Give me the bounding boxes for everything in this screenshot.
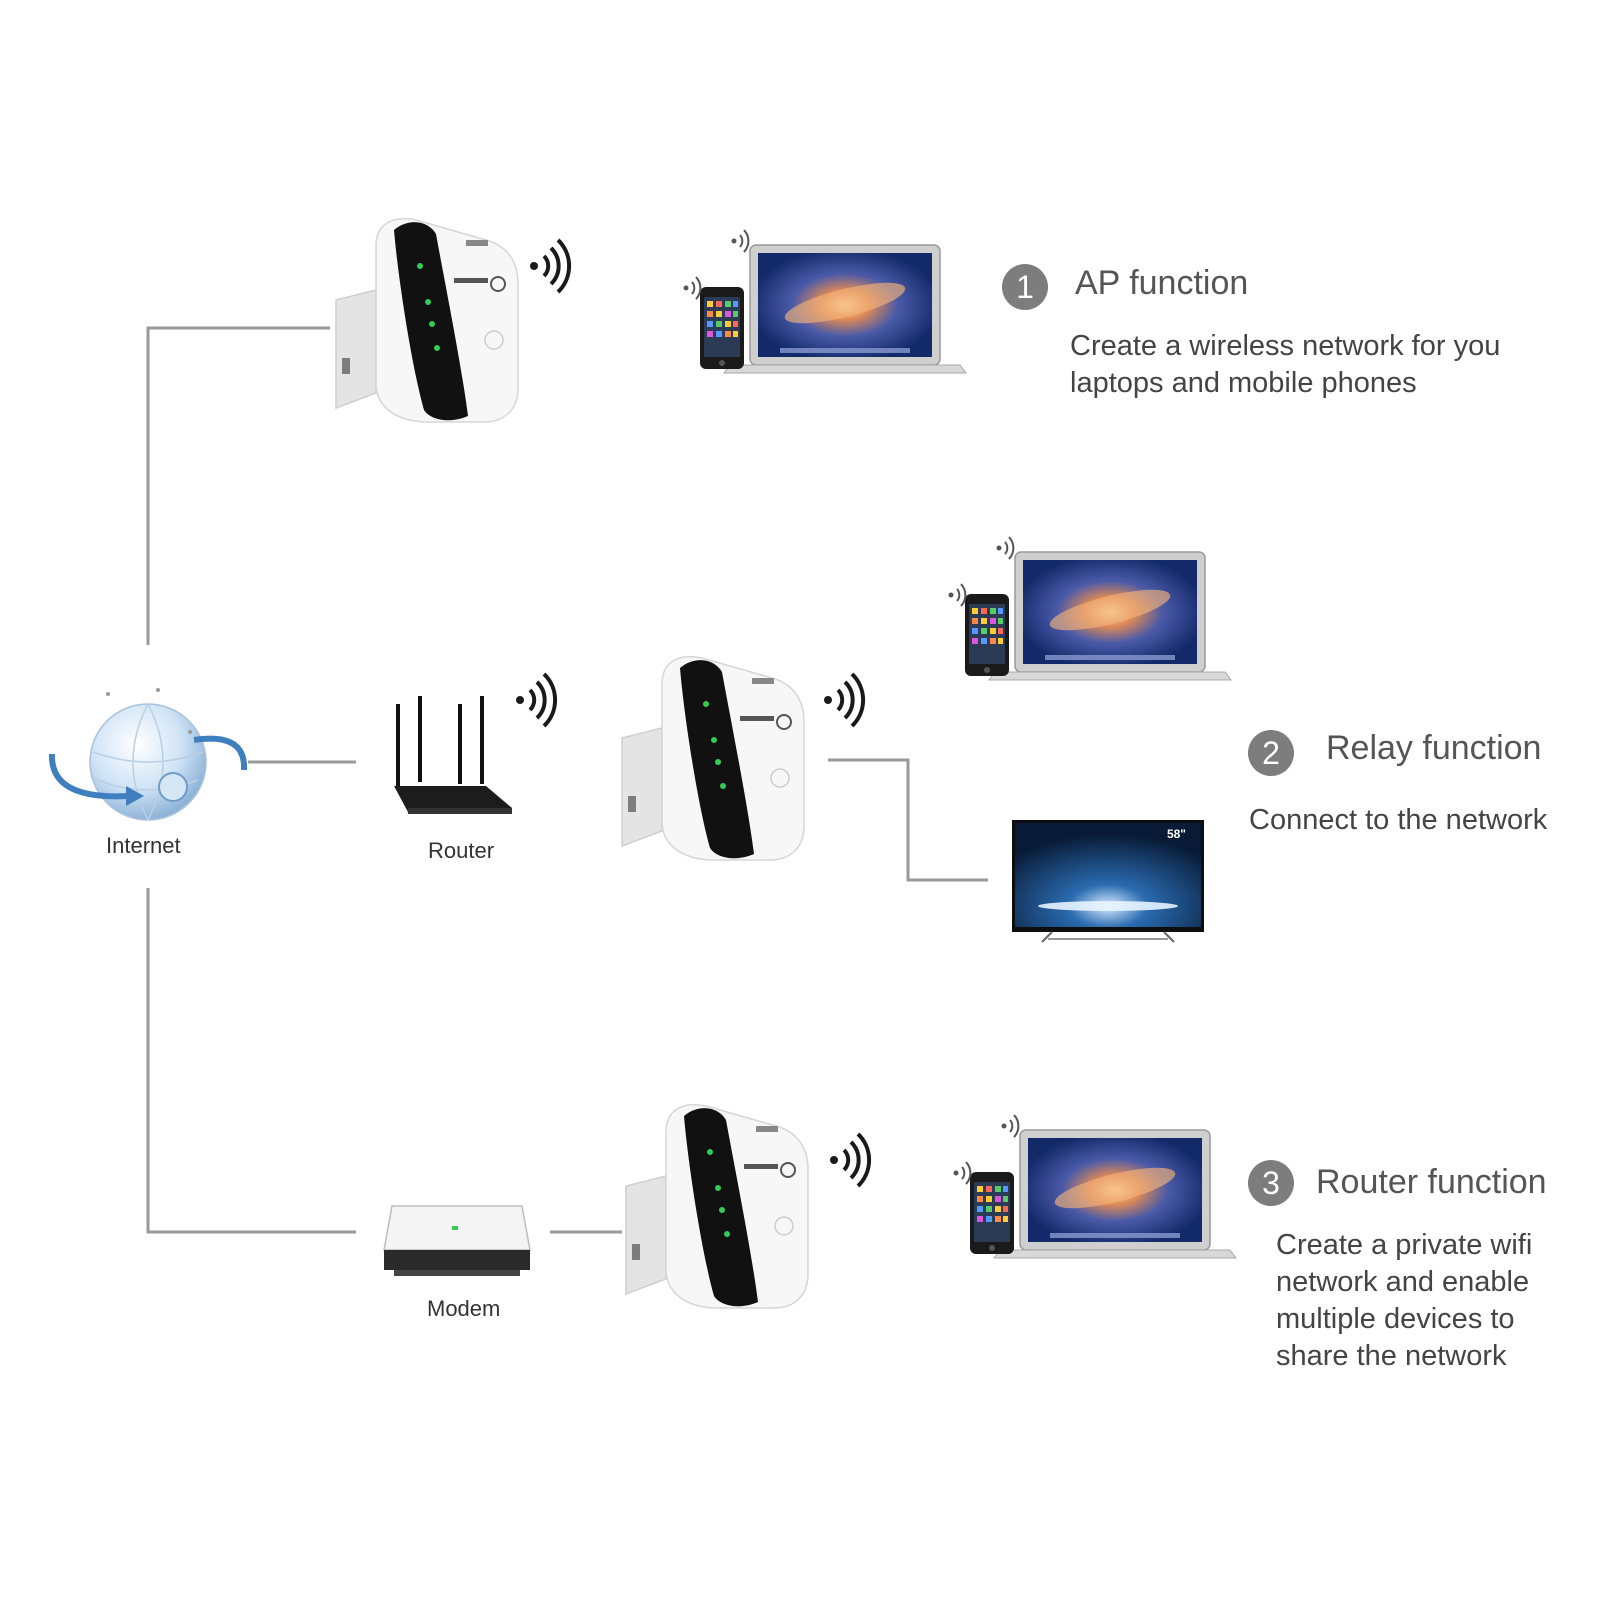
- laptop-phone-group-3: [952, 1114, 1237, 1259]
- function-1-line-2: laptops and mobile phones: [1070, 367, 1417, 399]
- function-3-number: 3: [1248, 1160, 1294, 1206]
- router-label: Router: [428, 838, 495, 863]
- wifi-signal-icon: [514, 672, 558, 728]
- wifi-signal-icon: [730, 229, 750, 253]
- function-3-line-3: multiple devices to: [1276, 1303, 1515, 1335]
- wifi-signal-icon: [528, 238, 572, 294]
- function-3-title: Router function: [1316, 1163, 1547, 1201]
- wifi-signal-icon: [952, 1161, 972, 1185]
- function-2-line-1: Connect to the network: [1249, 804, 1548, 836]
- globe-icon: [48, 688, 248, 821]
- tv-size-badge: 58": [1167, 827, 1186, 841]
- wifi-signal-icon: [682, 276, 702, 300]
- function-2-number: 2: [1248, 730, 1294, 776]
- wifi-signal-icon: [828, 1132, 872, 1188]
- tv-icon: 58": [1012, 820, 1204, 943]
- function-1-line-1: Create a wireless network for you: [1070, 330, 1501, 362]
- laptop-icon: [699, 244, 967, 374]
- wifi-signal-icon: [1000, 1114, 1020, 1138]
- internet-label: Internet: [106, 833, 181, 858]
- function-3-line-2: network and enable: [1276, 1266, 1530, 1298]
- laptop-icon: [964, 551, 1232, 681]
- repeater-icon: [335, 217, 519, 423]
- function-1-number: 1: [1002, 264, 1048, 310]
- wifi-signal-icon: [995, 536, 1015, 560]
- function-2-title: Relay function: [1326, 729, 1542, 767]
- repeater-icon: [621, 655, 805, 861]
- function-3-line-4: share the network: [1276, 1340, 1507, 1372]
- modem-label: Modem: [427, 1296, 501, 1321]
- wifi-signal-icon: [947, 583, 967, 607]
- function-3-line-1: Create a private wifi: [1276, 1229, 1533, 1261]
- connection-lines: [146, 326, 988, 1234]
- laptop-icon: [969, 1129, 1237, 1259]
- repeater-icon: [625, 1103, 809, 1309]
- laptop-phone-group-1: [682, 229, 967, 374]
- wifi-signal-icon: [822, 672, 866, 728]
- modem-icon: [383, 1205, 531, 1276]
- laptop-phone-group-2: [947, 536, 1232, 681]
- function-1-title: AP function: [1075, 264, 1249, 302]
- router-icon: [394, 696, 512, 814]
